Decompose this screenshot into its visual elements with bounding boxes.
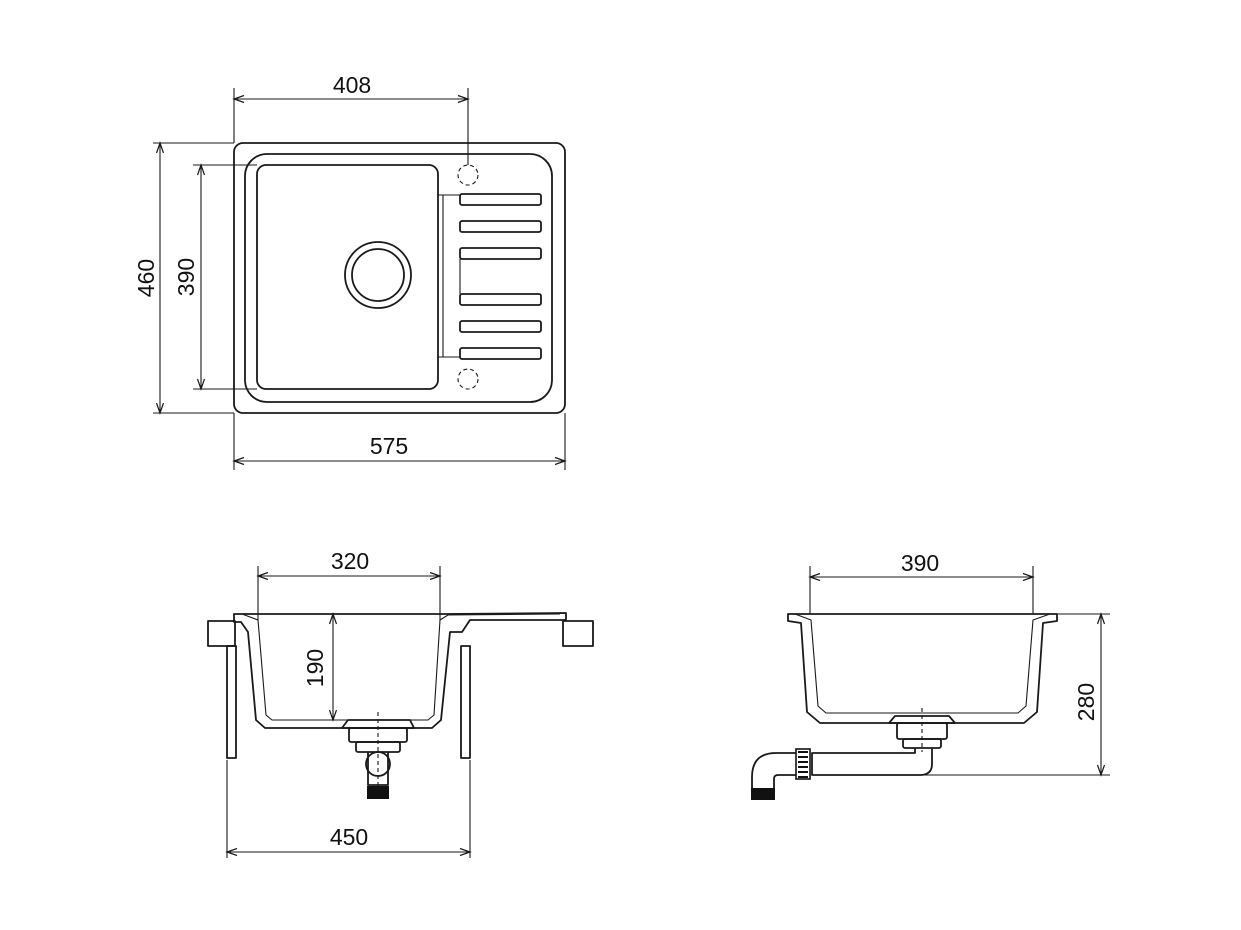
top-view: 408 460 390 575 <box>133 72 567 470</box>
front-section-view: 320 190 450 <box>207 548 594 858</box>
dim-label-320: 320 <box>331 548 369 574</box>
drainboard-groove <box>459 247 542 260</box>
side-section-view: 390 280 <box>751 550 1110 800</box>
trap-thread <box>367 786 389 799</box>
drain-inner-ring <box>351 248 405 302</box>
drainboard-left-edge <box>438 194 444 358</box>
drainboard-groove <box>459 193 542 206</box>
sink-outer-rim <box>233 142 566 414</box>
dim-label-460: 460 <box>133 259 159 297</box>
coupling-thread <box>798 751 808 778</box>
cabinet-wall-left <box>226 645 237 759</box>
drainboard-groove <box>459 320 542 333</box>
dim-label-390-side: 390 <box>901 550 939 576</box>
tap-hole-bottom <box>457 368 479 390</box>
sink-side-inner <box>794 613 1051 714</box>
dim-label-390-top: 390 <box>173 258 199 296</box>
countertop-right <box>562 620 594 647</box>
drainboard-groove <box>459 347 542 360</box>
dim-label-408: 408 <box>333 72 371 98</box>
sink-inner-recess <box>244 153 553 403</box>
dim-label-280: 280 <box>1073 683 1099 721</box>
dim-label-575: 575 <box>370 433 408 459</box>
drainboard-groove <box>459 293 542 306</box>
elbow-pipe <box>751 752 796 791</box>
sink-section-inner <box>241 613 449 721</box>
dim-label-190: 190 <box>302 649 328 687</box>
drainboard-groove <box>459 220 542 233</box>
pipe-coupling <box>795 748 811 780</box>
countertop-left <box>207 620 236 647</box>
tap-hole-top <box>457 164 479 186</box>
drain-outer-ring <box>344 241 412 309</box>
sink-side-outer <box>787 613 1058 724</box>
sink-section-outer <box>233 612 567 729</box>
bowl-outline <box>256 164 439 390</box>
elbow-thread <box>751 788 775 800</box>
cabinet-wall-right <box>460 645 471 759</box>
drainboard-surface <box>447 613 561 616</box>
dim-label-450: 450 <box>330 824 368 850</box>
outlet-pipe <box>811 748 933 776</box>
